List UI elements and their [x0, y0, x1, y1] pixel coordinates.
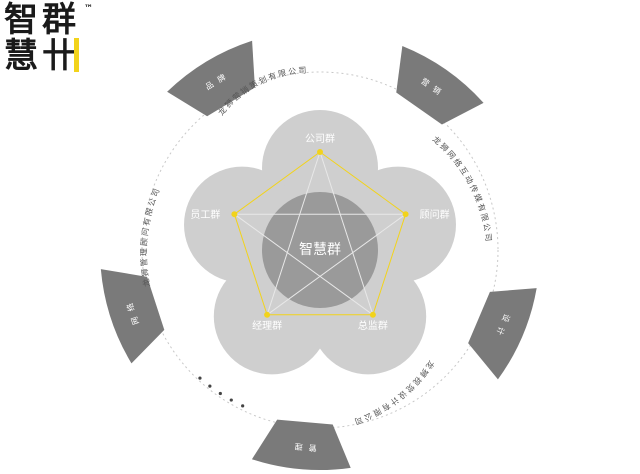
- tab-marketing: [396, 45, 484, 125]
- network-node-5: [231, 211, 238, 218]
- center-circle: [262, 192, 378, 308]
- decor-dot-5: [198, 376, 202, 380]
- group-label-5: 员工群: [190, 208, 220, 221]
- decor-dot-2: [229, 398, 233, 402]
- logo-char-3: 慧: [4, 36, 38, 76]
- network-node-2: [402, 211, 409, 218]
- tab-design: [468, 288, 537, 380]
- arc-caption-text-4: 龙狮管理顾问有限公司: [139, 185, 161, 287]
- network-star-lines: [232, 151, 408, 317]
- group-label-2: 顾问群: [420, 208, 450, 221]
- group-label-1: 公司群: [305, 132, 335, 145]
- brand-logo: 智 群 慧 卄 ™: [4, 2, 94, 80]
- logo-char-4: 卄: [42, 36, 76, 76]
- arc-caption-4: 龙狮管理顾问有限公司: [139, 185, 163, 287]
- logo-char-2: 群: [42, 0, 76, 40]
- center-label: 智慧群: [299, 242, 341, 258]
- network-pentagon: [233, 151, 407, 316]
- group-label-4: 经理群: [252, 319, 282, 332]
- network-node-3: [369, 311, 376, 318]
- group-label-3: 总监群: [358, 319, 388, 332]
- tab-management: [251, 419, 351, 470]
- decor-dot-1: [241, 404, 245, 408]
- logo-accent-bar: [74, 38, 79, 72]
- network-node-1: [317, 149, 323, 155]
- tab-management-label: 管理: [288, 441, 317, 453]
- logo-char-1: 智: [4, 0, 38, 40]
- tab-brand: [167, 40, 255, 117]
- decor-dot-3: [218, 391, 222, 396]
- trademark-mark: ™: [84, 4, 93, 14]
- outer-dashed-ring: [141, 71, 499, 429]
- decor-dot-4: [208, 384, 212, 388]
- network-node-4: [264, 311, 271, 318]
- tab-network: [100, 269, 165, 364]
